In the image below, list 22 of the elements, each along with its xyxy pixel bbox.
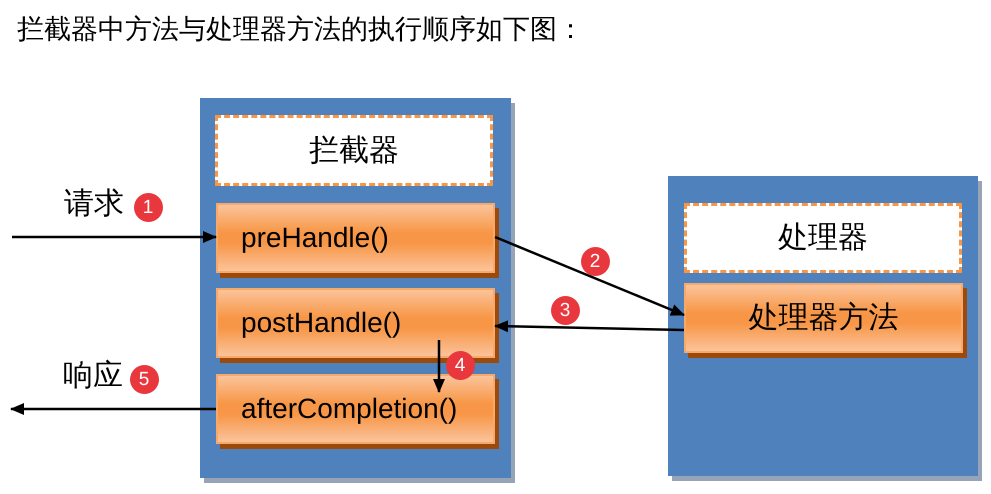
container-panel: [668, 176, 978, 476]
node-text: preHandle(): [241, 224, 389, 252]
arrow: [433, 340, 445, 393]
step-number: 1: [134, 192, 162, 222]
arrow: [12, 231, 217, 243]
arrow: [494, 236, 685, 316]
title: 拦截器中方法与处理器方法的执行顺序如下图：: [17, 16, 584, 43]
arrow: [10, 403, 216, 415]
node-text: 处理器: [778, 223, 868, 253]
edge-label: 请求: [64, 189, 124, 219]
dashed-heading-box: [684, 203, 962, 273]
node-text: 拦截器: [309, 136, 399, 166]
step-number: 5: [130, 364, 158, 394]
node-text: afterCompletion(): [241, 395, 458, 423]
arrow: [494, 320, 684, 332]
edge-label: 响应: [63, 361, 123, 391]
node-text: postHandle(): [241, 309, 402, 337]
dashed-heading-box: [215, 115, 493, 186]
step-number: 2: [580, 246, 610, 276]
node-text: 处理器方法: [748, 303, 898, 333]
container-panel: [200, 98, 511, 478]
step-number: 3: [550, 296, 580, 324]
